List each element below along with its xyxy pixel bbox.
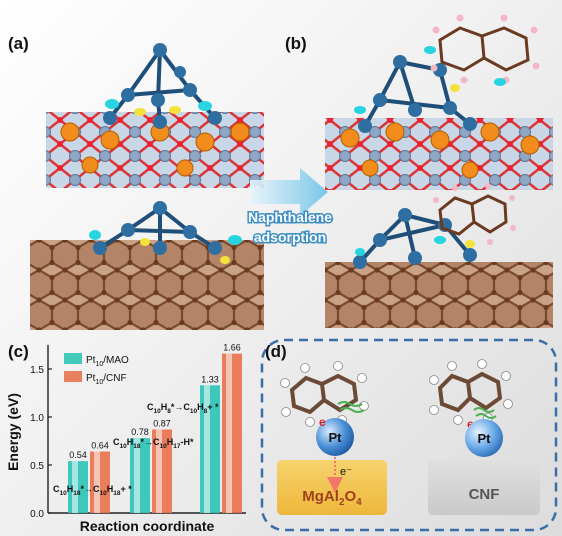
y-tick-label: 0.0 [30, 509, 44, 520]
bar-value-label: 0.54 [69, 450, 87, 460]
cnf-label: CNF [469, 486, 500, 503]
pt-cluster-b-bottom [353, 208, 477, 269]
panel-d-scheme: Pt e MgAl2O4 e⁻ e Pt CNF [260, 338, 558, 532]
legend-swatch [64, 353, 82, 364]
pt-cluster-a-bottom [93, 201, 222, 255]
chart-legend: Pt10/MAO Pt10/CNF [64, 353, 129, 386]
electron-label-left-top: e [319, 415, 326, 429]
scheme-frame [260, 338, 558, 532]
y-axis-title: Energy (eV) [5, 393, 21, 471]
bar-highlight [204, 385, 210, 513]
energy-chart: 0.0 0.5 1.0 1.5 0.54 0.78 1.33 0.64 0.87 1.66 C1… [5, 343, 246, 534]
pt-cluster-b-top [358, 55, 477, 133]
cnf-slab-a [30, 240, 264, 330]
charge-density-a-top [105, 99, 212, 116]
bar-value-label: 0.64 [91, 441, 109, 451]
y-tick-label: 1.0 [30, 413, 44, 424]
bar-highlight [156, 429, 162, 513]
charge-density-a-bottom [89, 230, 242, 264]
panel-label-c: (c) [8, 342, 29, 361]
pt-cluster-a-top [103, 43, 222, 129]
naphthalene-b-top [430, 14, 540, 84]
bar-value-label: 1.33 [201, 374, 219, 384]
panel-label-b: (b) [285, 34, 307, 53]
panel-b [325, 14, 553, 328]
cnf-slab-b [325, 262, 553, 328]
charge-density-b-bottom [355, 236, 475, 256]
y-tick-label: 0.5 [30, 461, 44, 472]
pt-label-right: Pt [478, 431, 492, 446]
pt-atom-left: Pt [316, 418, 354, 456]
cnf-support: CNF [428, 460, 540, 515]
pt-atom-right: Pt [465, 419, 503, 457]
panel-label-a: (a) [8, 34, 29, 53]
legend-label: Pt10/MAO [86, 355, 129, 368]
bar-highlight [72, 461, 78, 513]
naphthalene-left [280, 361, 369, 427]
electron-label-right: e [467, 417, 474, 431]
mgal2o4-support: MgAl2O4 [277, 460, 387, 515]
arrow-label-line1: Naphthalene [248, 209, 332, 225]
bar-value-label: 1.66 [223, 343, 241, 353]
bar-value-label: 0.78 [131, 427, 149, 437]
legend-label: Pt10/CNF [86, 373, 127, 386]
panel-label-d: (d) [265, 342, 287, 361]
panel-a [30, 43, 264, 330]
bar-highlight [226, 353, 232, 513]
naphthalene-right [429, 359, 513, 425]
naphthalene-b-bottom [433, 183, 516, 245]
pt-label-left: Pt [329, 430, 343, 445]
arrow-label-line2: adsorption [254, 229, 326, 245]
legend-swatch [64, 371, 82, 382]
reaction-label: C10H18*→C10H18+ * [53, 484, 132, 497]
x-axis-title: Reaction coordinate [80, 518, 215, 534]
bar-value-label: 0.87 [153, 418, 171, 428]
charge-density-b-top [354, 46, 506, 114]
electron-minus-label: e⁻ [340, 466, 352, 478]
y-tick-label: 1.5 [30, 365, 44, 376]
adsorption-arrow: Naphthalene adsorption [246, 168, 334, 247]
bar-highlight [94, 451, 100, 513]
reaction-label: C10H18*→C10H17-H* [113, 437, 194, 450]
reaction-label: C10H8*→C10H8+ * [147, 402, 219, 415]
bar-highlight [134, 438, 140, 513]
